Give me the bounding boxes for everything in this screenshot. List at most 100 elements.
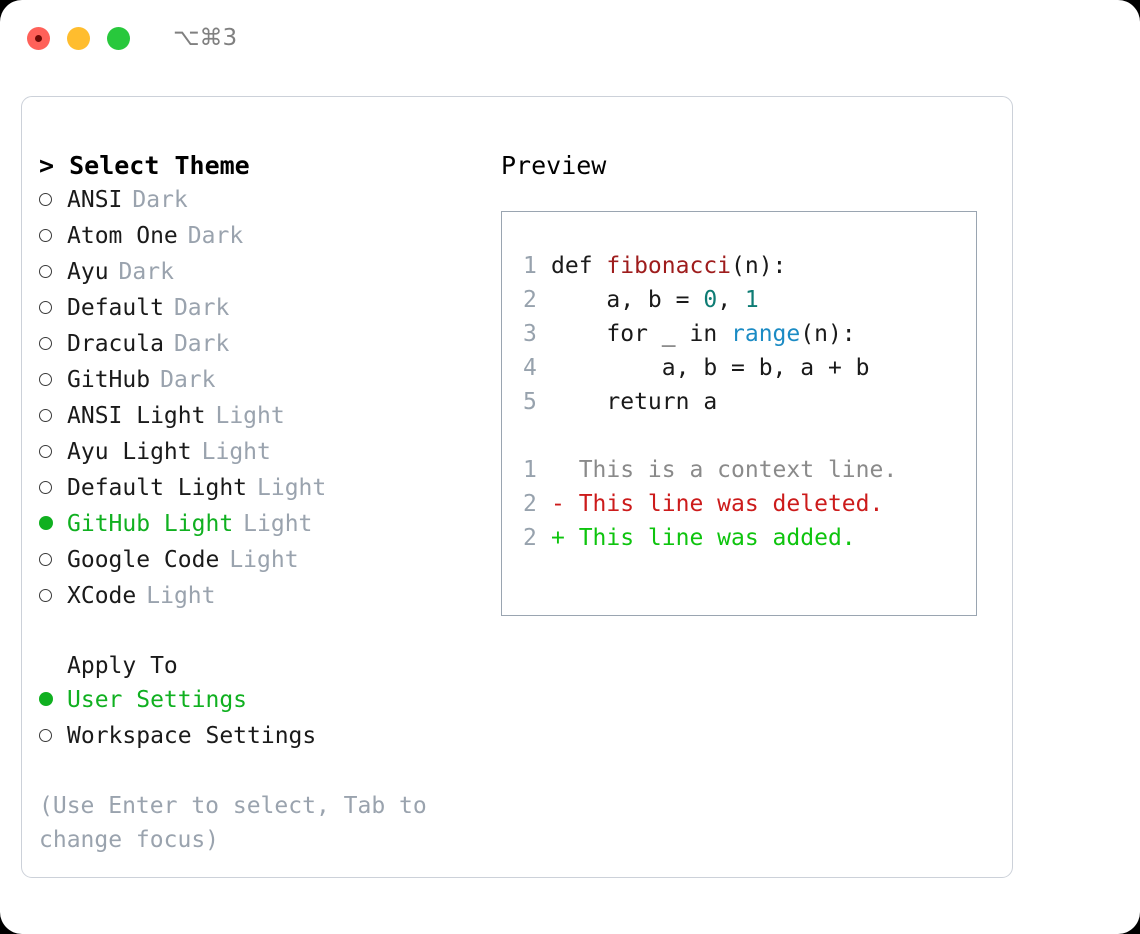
radio-dot — [39, 408, 52, 422]
theme-option-ansi-light[interactable]: ANSI Light Light — [39, 399, 499, 435]
radio-dot — [39, 372, 52, 386]
radio-dot — [39, 480, 52, 494]
list-spacer — [39, 615, 499, 649]
radio-dot — [39, 588, 52, 602]
theme-option-tag: Light — [229, 547, 299, 573]
radio-dot — [39, 692, 53, 706]
theme-option-label: ANSI Light — [67, 403, 206, 429]
theme-option-google-code[interactable]: Google Code Light — [39, 543, 499, 579]
radio-unselected-icon — [39, 329, 67, 363]
theme-option-tag: Light — [201, 439, 271, 465]
theme-option-atom-one[interactable]: Atom One Dark — [39, 219, 499, 255]
minimize-button-icon[interactable] — [67, 26, 90, 50]
theme-option-label: Default Light — [67, 475, 248, 501]
theme-option-label: GitHub Light — [67, 511, 234, 537]
theme-option-tag: Dark — [187, 223, 244, 249]
radio-dot — [39, 728, 52, 742]
code-token: (n): — [731, 253, 787, 279]
keyboard-shortcut-label: ⌥⌘3 — [173, 25, 238, 51]
theme-option-label: Google Code — [67, 547, 220, 573]
radio-dot — [39, 444, 52, 458]
code-token: a, b = b, a + b — [551, 355, 870, 381]
radio-dot — [39, 516, 53, 530]
radio-dot — [39, 300, 52, 314]
theme-option-xcode[interactable]: XCode Light — [39, 579, 499, 615]
radio-selected-icon — [39, 509, 67, 543]
zoom-button-icon[interactable] — [107, 26, 130, 50]
apply-to-option-user-settings[interactable]: User Settings — [39, 683, 499, 719]
code-token: fibonacci — [606, 253, 732, 279]
theme-option-default[interactable]: Default Dark — [39, 291, 499, 327]
theme-option-tag: Dark — [132, 187, 188, 213]
theme-option-ansi[interactable]: ANSI Dark — [39, 183, 499, 219]
diff-sample: 1 This is a context line. 2 - This line wa… — [502, 453, 976, 555]
code-token: (n): — [800, 321, 856, 347]
radio-dot — [39, 336, 52, 350]
diff-line-number: 2 — [523, 491, 537, 517]
radio-dot — [39, 552, 52, 566]
diff-line-number: 2 — [523, 525, 537, 551]
apply-to-option-label: User Settings — [67, 687, 248, 713]
radio-dot — [39, 228, 52, 242]
theme-option-tag: Light — [257, 475, 327, 501]
code-line-number: 5 — [523, 389, 537, 415]
apply-to-option-workspace-settings[interactable]: Workspace Settings — [39, 719, 499, 755]
radio-unselected-icon — [39, 185, 67, 219]
title-bar: ⌥⌘3 — [0, 0, 1140, 76]
radio-unselected-icon — [39, 437, 67, 471]
diff-line-text: This is a context line. — [551, 457, 898, 483]
preview-heading: Preview — [501, 151, 607, 180]
theme-option-label: ANSI — [67, 187, 123, 213]
theme-option-label: Atom One — [67, 223, 178, 249]
radio-dot — [39, 264, 52, 278]
theme-option-tag: Light — [146, 583, 216, 609]
theme-option-tag: Dark — [173, 295, 230, 321]
window-controls — [27, 26, 130, 50]
theme-option-label: Default — [67, 295, 164, 321]
theme-option-ayu-light[interactable]: Ayu Light Light — [39, 435, 499, 471]
code-line: 2 a, b = 0, 1 — [502, 283, 976, 317]
apply-to-option-label: Workspace Settings — [67, 723, 317, 749]
code-token: 0 — [703, 287, 718, 313]
diff-line-text: - This line was deleted. — [551, 491, 884, 517]
theme-option-default-light[interactable]: Default Light Light — [39, 471, 499, 507]
radio-dot — [39, 192, 52, 206]
close-button-icon[interactable] — [27, 26, 50, 50]
diff-line-del: 2 - This line was deleted. — [502, 487, 976, 521]
code-line-number: 4 — [523, 355, 537, 381]
code-token: , — [717, 287, 745, 313]
theme-option-label: Ayu Light — [67, 439, 192, 465]
apply-to-heading: Apply To — [67, 653, 178, 679]
radio-unselected-icon — [39, 257, 67, 291]
theme-option-label: XCode — [67, 583, 137, 609]
theme-option-tag: Light — [215, 403, 285, 429]
theme-option-label: Dracula — [67, 331, 164, 357]
radio-unselected-icon — [39, 581, 67, 615]
code-line: 4 a, b = b, a + b — [502, 351, 976, 385]
theme-option-ayu[interactable]: Ayu Dark — [39, 255, 499, 291]
radio-unselected-icon — [39, 401, 67, 435]
code-token: for _ in — [551, 321, 732, 347]
theme-option-tag: Dark — [160, 367, 216, 393]
theme-option-tag: Dark — [118, 259, 174, 285]
code-token: return a — [551, 389, 718, 415]
radio-unselected-icon — [39, 365, 67, 399]
code-token: a, b = — [551, 287, 704, 313]
diff-line-text: + This line was added. — [551, 525, 856, 551]
theme-option-label: Ayu — [67, 259, 109, 285]
code-line-number: 2 — [523, 287, 537, 313]
radio-unselected-icon — [39, 545, 67, 579]
code-token: 1 — [744, 287, 759, 313]
diff-line-number: 1 — [523, 457, 537, 483]
